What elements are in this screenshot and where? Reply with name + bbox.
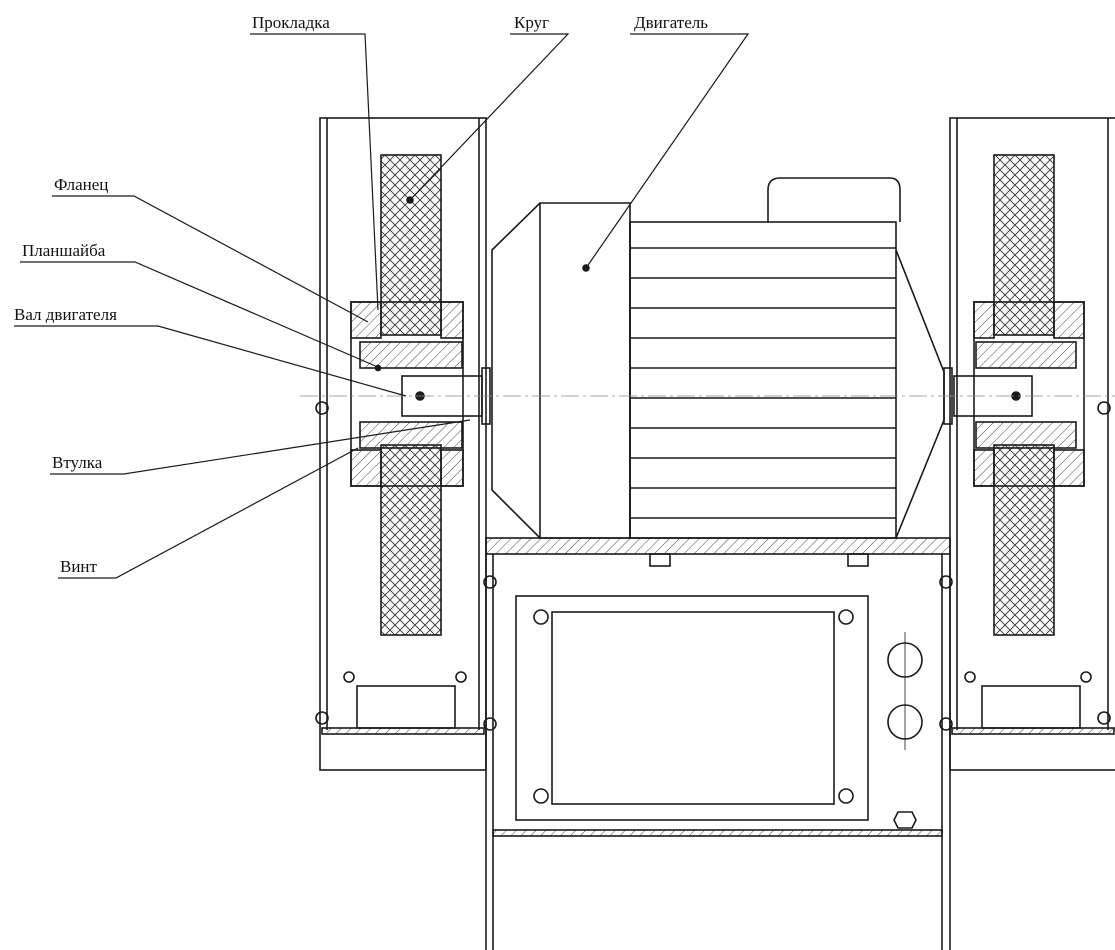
leader-bushing <box>50 419 471 475</box>
left-grinding-wheel <box>380 154 442 336</box>
label-bushing: Втулка <box>52 453 103 472</box>
right-housing <box>943 117 1115 771</box>
leader-wheel <box>409 33 570 201</box>
base-frame <box>483 537 953 950</box>
left-housing <box>315 117 491 771</box>
leader-flange <box>52 195 369 323</box>
label-gasket: Прокладка <box>252 13 330 32</box>
leader-lines <box>14 33 750 579</box>
label-flange: Фланец <box>54 175 109 194</box>
leader-faceplate <box>20 261 381 369</box>
leader-shaft <box>14 325 407 397</box>
label-faceplate: Планшайба <box>22 241 106 260</box>
label-wheel: Круг <box>514 13 550 32</box>
leader-gasket <box>250 33 379 311</box>
label-motor: Двигатель <box>634 13 709 32</box>
label-motor-shaft: Вал двигателя <box>14 305 117 324</box>
leader-screw <box>58 447 359 579</box>
label-screw: Винт <box>60 557 97 576</box>
leader-motor <box>585 33 750 269</box>
motor <box>491 177 945 539</box>
right-grinding-wheel <box>993 154 1055 336</box>
